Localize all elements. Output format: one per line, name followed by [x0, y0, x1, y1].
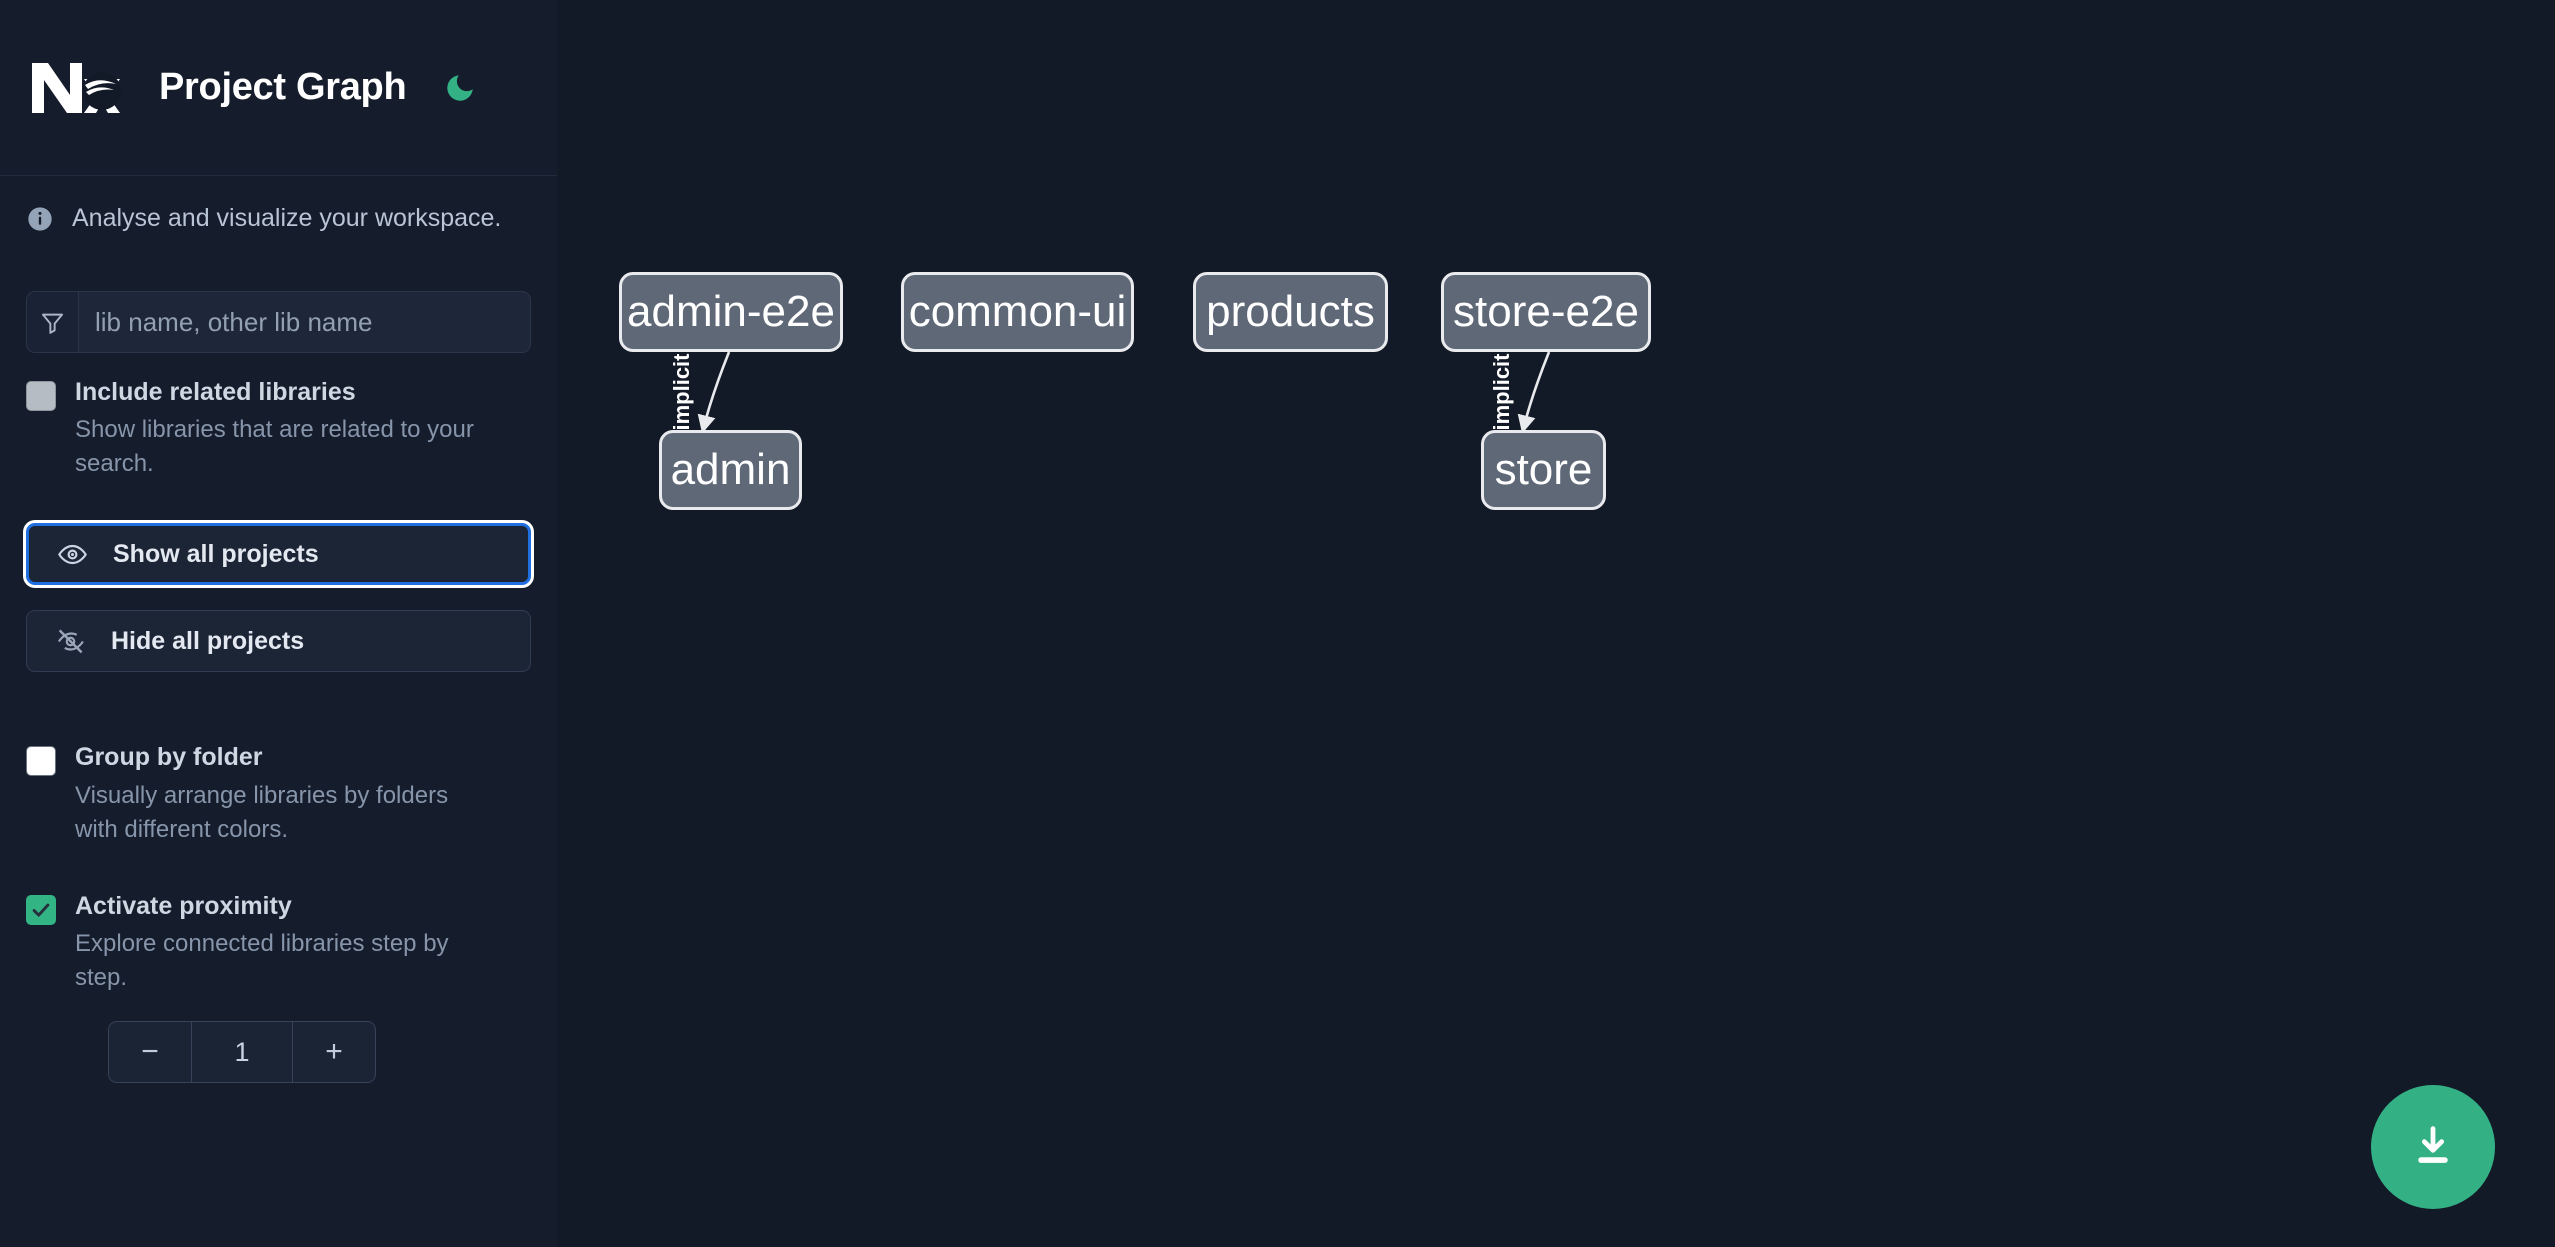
- page-title: Project Graph: [159, 66, 407, 108]
- proximity-stepper[interactable]: − 1 +: [108, 1021, 376, 1084]
- spacer-4: [0, 847, 557, 867]
- graph-node-products[interactable]: products: [1193, 272, 1388, 352]
- graph-node-label: common-ui: [908, 287, 1127, 336]
- hide-all-projects-button[interactable]: Hide all projects: [26, 610, 531, 673]
- option-group-by-folder[interactable]: Group by folder Visually arrange librari…: [0, 718, 557, 846]
- show-all-projects-label: Show all projects: [113, 539, 319, 568]
- activate-proximity-description: Explore connected libraries step by step…: [75, 930, 449, 992]
- proximity-increment-button[interactable]: +: [292, 1022, 375, 1083]
- option-include-related-libraries[interactable]: Include related libraries Show libraries…: [0, 353, 557, 481]
- spacer-1: [0, 481, 557, 523]
- hide-all-projects-label: Hide all projects: [111, 626, 305, 655]
- group-by-folder-label: Group by folder: [75, 743, 263, 772]
- graph-node-label: store: [1494, 445, 1593, 494]
- activate-proximity-checkbox[interactable]: [26, 894, 56, 925]
- graph-node-admin[interactable]: admin: [659, 430, 802, 510]
- sidebar: Project Graph Analyse and visualize your…: [0, 0, 557, 1247]
- graph-node-label: admin-e2e: [627, 287, 835, 336]
- graph-node-store[interactable]: store: [1481, 430, 1606, 510]
- proximity-value: 1: [192, 1022, 292, 1083]
- workspace-info-text: Analyse and visualize your workspace.: [72, 204, 502, 232]
- workspace-info: Analyse and visualize your workspace.: [0, 176, 557, 233]
- search-field[interactable]: [26, 291, 531, 353]
- show-all-projects-button[interactable]: Show all projects: [26, 523, 531, 586]
- group-by-folder-checkbox[interactable]: [26, 746, 56, 777]
- spacer-2: [0, 585, 557, 610]
- include-related-libraries-label: Include related libraries: [75, 378, 356, 406]
- option-activate-proximity[interactable]: Activate proximity Explore connected lib…: [0, 867, 557, 995]
- graph-canvas[interactable]: implicit implicit admin-e2e common-ui pr…: [557, 0, 2555, 1247]
- graph-node-admin-e2e[interactable]: admin-e2e: [619, 272, 843, 352]
- eye-off-icon: [53, 624, 87, 658]
- download-icon: [2407, 1120, 2459, 1175]
- include-related-libraries-checkbox[interactable]: [26, 381, 56, 411]
- svg-text:implicit: implicit: [669, 353, 694, 431]
- graph-node-store-e2e[interactable]: store-e2e: [1441, 272, 1651, 352]
- graph-edges: implicit implicit: [669, 351, 1551, 434]
- graph-node-label: store-e2e: [1453, 287, 1639, 336]
- spacer-3: [0, 672, 557, 718]
- filter-funnel-icon[interactable]: [27, 292, 79, 352]
- group-by-folder-description: Visually arrange libraries by folders wi…: [75, 781, 449, 843]
- graph-node-label: admin: [670, 445, 791, 494]
- activate-proximity-label: Activate proximity: [75, 891, 292, 920]
- proximity-decrement-button[interactable]: −: [109, 1022, 192, 1083]
- info-icon: [26, 205, 54, 233]
- sidebar-header: Project Graph: [0, 0, 557, 176]
- nx-logo-icon: [26, 55, 126, 121]
- moon-icon[interactable]: [438, 66, 482, 110]
- graph-node-common-ui[interactable]: common-ui: [901, 272, 1134, 352]
- eye-icon: [55, 537, 89, 571]
- search-input[interactable]: [79, 292, 530, 352]
- download-graph-button[interactable]: [2371, 1085, 2495, 1209]
- include-related-libraries-description: Show libraries that are related to your …: [75, 416, 474, 478]
- graph-node-label: products: [1206, 287, 1375, 336]
- svg-text:implicit: implicit: [1489, 353, 1514, 431]
